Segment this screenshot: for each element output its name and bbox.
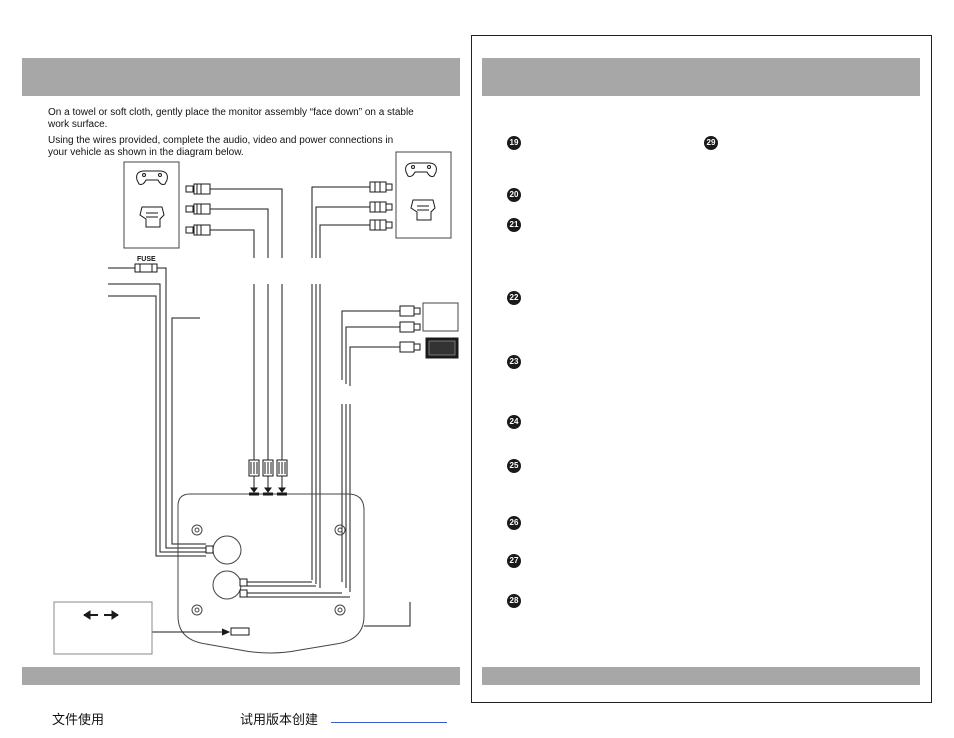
item-number-28: 28 — [507, 594, 521, 608]
item-number-24: 24 — [507, 415, 521, 429]
game-console-icon — [139, 206, 165, 228]
tv-device-box — [422, 302, 459, 332]
item-number-21: 21 — [507, 218, 521, 232]
fuse-label: FUSE — [137, 256, 156, 263]
instruction-line-3: Using the wires provided, complete the a… — [48, 135, 394, 146]
footer-text-middle: 试用版本创建 — [240, 713, 319, 728]
item-number-25: 25 — [507, 459, 521, 473]
fuse-icon — [134, 263, 158, 273]
footer-link-underline[interactable] — [331, 722, 447, 723]
item-number-20: 20 — [507, 188, 521, 202]
left-footer-bar — [22, 667, 460, 685]
monitor-back-outline — [177, 493, 365, 654]
left-device-box — [123, 161, 180, 249]
item-number-22: 22 — [507, 291, 521, 305]
footer-text-left: 文件使用 — [52, 713, 105, 728]
right-panel-frame — [471, 35, 932, 703]
video-output-plugs — [399, 305, 421, 353]
right-header-bar — [482, 58, 920, 96]
right-rca-jacks — [369, 181, 393, 231]
game-console-icon — [410, 199, 436, 221]
item-number-26: 26 — [507, 516, 521, 530]
right-device-box — [395, 151, 452, 239]
instruction-line-2: work surface. — [48, 119, 108, 130]
switch-slot — [230, 627, 250, 636]
left-header-bar — [22, 58, 460, 96]
right-footer-bar — [482, 667, 920, 685]
gamepad-icon — [136, 170, 168, 185]
gamepad-icon — [405, 162, 437, 177]
item-number-27: 27 — [507, 554, 521, 568]
left-rca-plugs — [185, 183, 211, 236]
legend-box — [53, 601, 153, 655]
item-number-23: 23 — [507, 355, 521, 369]
instruction-line-4: your vehicle as shown in the diagram bel… — [48, 147, 244, 158]
item-number-19: 19 — [507, 136, 521, 150]
item-number-29: 29 — [704, 136, 718, 150]
monitor-rca-connectors — [248, 459, 288, 493]
instruction-line-1: On a towel or soft cloth, gently place t… — [48, 107, 414, 118]
arrow-left-right-icon — [83, 610, 119, 620]
tv-icon — [425, 337, 459, 359]
